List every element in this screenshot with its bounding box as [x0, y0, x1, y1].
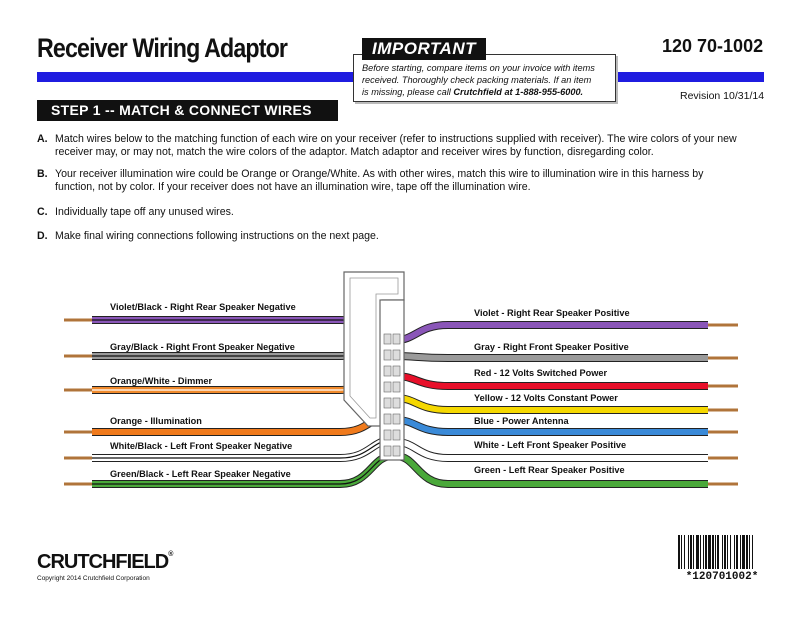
copyright-notice: Copyright 2014 Crutchfield Corporation — [37, 575, 150, 582]
instruction-text: Individually tape off any unused wires. — [55, 206, 234, 218]
pin-right — [392, 445, 401, 457]
right-wire-label-1: Violet - Right Rear Speaker Positive — [474, 308, 630, 318]
important-line-3: is missing, please call Crutchfield at 1… — [362, 86, 612, 98]
barcode-bar — [727, 535, 728, 569]
wire-insulation — [395, 353, 708, 361]
barcode-bar — [684, 535, 685, 569]
barcode-bar — [690, 535, 692, 569]
instruction-text: Your receiver illumination wire could be… — [55, 168, 704, 193]
barcode-bar — [722, 535, 723, 569]
left-wire-label-3: Orange/White - Dimmer — [110, 376, 213, 386]
barcode-bar — [688, 535, 689, 569]
pin-left — [383, 413, 392, 425]
important-label: IMPORTANT — [362, 38, 486, 60]
barcode-bar — [700, 535, 701, 569]
right-wire-label-7: Green - Left Rear Speaker Positive — [474, 465, 625, 475]
left-wire-label-4: Orange - Illumination — [110, 416, 202, 426]
barcode-number: *120701002* — [685, 571, 759, 583]
barcode-bar — [715, 535, 716, 569]
revision-date: Revision 10/31/14 — [680, 90, 765, 102]
barcode-bar — [740, 535, 741, 569]
header-rule-left — [37, 72, 353, 82]
pin-left — [383, 445, 392, 457]
important-line-1: Before starting, compare items on your i… — [362, 63, 595, 73]
important-notice-text: Before starting, compare items on your i… — [362, 62, 612, 98]
barcode-bar — [705, 535, 707, 569]
brand-name: CRUTCHFIELD — [37, 551, 169, 573]
instruction-b: B. Your receiver illumination wire could… — [37, 168, 737, 194]
barcode-bar — [696, 535, 699, 569]
barcode-bar — [678, 535, 680, 569]
important-line-3-text: is missing, please call — [362, 87, 454, 97]
pin-left — [383, 397, 392, 409]
instruction-text: Make final wiring connections following … — [55, 230, 379, 242]
left-wire-1 — [64, 316, 393, 326]
barcode-bar — [730, 535, 731, 569]
pin-left — [383, 333, 392, 345]
left-wire-label-2: Gray/Black - Right Front Speaker Negativ… — [110, 342, 295, 352]
barcode-bar — [712, 535, 714, 569]
pin-right — [392, 413, 401, 425]
right-wire-label-4: Yellow - 12 Volts Constant Power — [474, 393, 618, 403]
right-wire-label-5: Blue - Power Antenna — [474, 416, 569, 426]
wire-insulation — [395, 322, 708, 343]
barcode-bar — [681, 535, 682, 569]
barcode-bar — [693, 535, 694, 569]
wire-labels: Violet/Black - Right Rear Speaker Negati… — [110, 302, 630, 479]
important-phone: Crutchfield at 1-888-955-6000. — [453, 87, 584, 97]
barcode-bar — [708, 535, 711, 569]
left-wire-label-6: Green/Black - Left Rear Speaker Negative — [110, 469, 291, 479]
instruction-text: Match wires below to the matching functi… — [55, 133, 737, 158]
important-line-2: received. Thoroughly check packing mater… — [362, 75, 592, 85]
barcode-bar — [703, 535, 704, 569]
barcode-icon — [678, 535, 753, 569]
left-wire-2 — [64, 350, 393, 360]
barcode-bar — [736, 535, 738, 569]
barcode-bar — [746, 535, 748, 569]
pin-right — [392, 365, 401, 377]
pin-left — [383, 365, 392, 377]
connector-pins — [383, 333, 401, 457]
instruction-letter: B. — [37, 168, 48, 180]
registered-mark: ® — [168, 551, 174, 558]
document-title: Receiver Wiring Adaptor — [37, 33, 288, 63]
barcode-bar — [717, 535, 719, 569]
pin-left — [383, 429, 392, 441]
right-wire-2 — [395, 352, 738, 362]
instruction-d: D. Make final wiring connections followi… — [37, 230, 737, 243]
brand-logo: CRUTCHFIELD® — [37, 551, 173, 574]
right-wire-1 — [395, 321, 738, 344]
barcode-bar — [749, 535, 750, 569]
barcode-bar — [752, 535, 753, 569]
pin-left — [383, 349, 392, 361]
right-wire-label-6: White - Left Front Speaker Positive — [474, 440, 626, 450]
left-wire-label-5: White/Black - Left Front Speaker Negativ… — [110, 441, 292, 451]
pin-left — [383, 381, 392, 393]
instruction-c: C. Individually tape off any unused wire… — [37, 206, 737, 219]
part-number: 120 70-1002 — [662, 36, 764, 56]
pin-right — [392, 381, 401, 393]
pin-right — [392, 333, 401, 345]
left-wire-label-1: Violet/Black - Right Rear Speaker Negati… — [110, 302, 296, 312]
pin-right — [392, 397, 401, 409]
instruction-letter: A. — [37, 133, 48, 145]
barcode-bar — [724, 535, 726, 569]
step-1-header: STEP 1 -- MATCH & CONNECT WIRES — [37, 100, 338, 121]
right-wire-label-2: Gray - Right Front Speaker Positive — [474, 342, 629, 352]
pin-right — [392, 429, 401, 441]
header-rule-right — [614, 72, 764, 82]
pin-right — [392, 349, 401, 361]
harness-connector — [343, 271, 405, 461]
instruction-letter: D. — [37, 230, 48, 242]
right-wire-label-3: Red - 12 Volts Switched Power — [474, 368, 608, 378]
instruction-a: A. Match wires below to the matching fun… — [37, 133, 737, 159]
wiring-diagram: Violet/Black - Right Rear Speaker Negati… — [64, 271, 738, 488]
barcode-bar — [734, 535, 735, 569]
barcode-bar — [742, 535, 745, 569]
instruction-letter: C. — [37, 206, 48, 218]
